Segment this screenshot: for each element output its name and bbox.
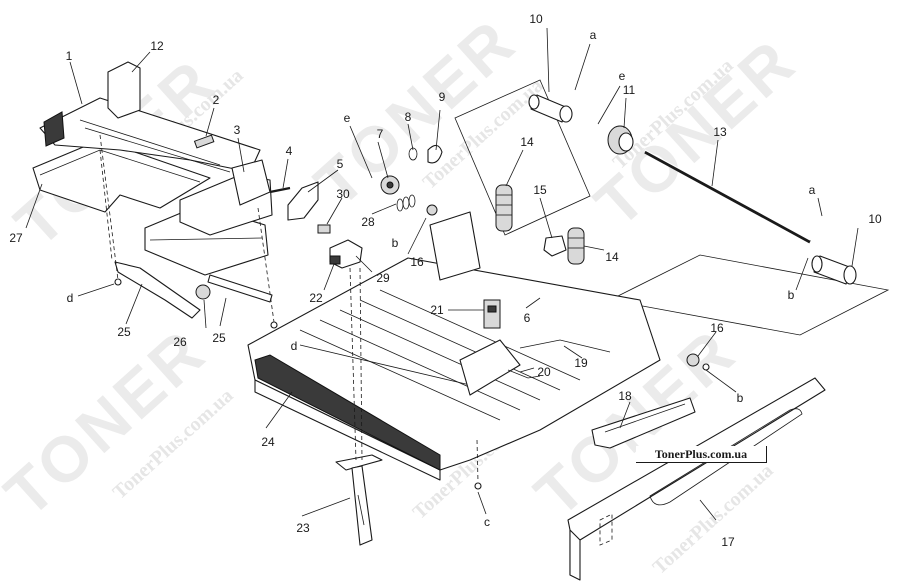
part-10-roller-bottom [811, 255, 857, 285]
reference-letters: a a e e b b b c d d [67, 28, 816, 529]
part-5-latch [287, 181, 319, 221]
ref-a-right: a [809, 183, 816, 197]
callout-19: 19 [574, 356, 588, 370]
callout-2: 2 [213, 93, 220, 107]
ref-e-top: e [619, 69, 626, 83]
callout-4: 4 [286, 144, 293, 158]
screws [114, 278, 710, 490]
callout-13: 13 [713, 125, 727, 139]
part-22-actuator [329, 239, 363, 269]
callout-6: 6 [524, 311, 531, 325]
callout-29: 29 [376, 271, 390, 285]
brand-label: TonerPlus.com.ua [636, 446, 767, 463]
callout-27: 27 [9, 231, 23, 245]
ref-b-left: b [392, 236, 399, 250]
callout-20: 20 [537, 365, 551, 379]
callout-25-left: 25 [117, 325, 131, 339]
ref-b-right: b [788, 288, 795, 302]
ref-d-left: d [67, 291, 74, 305]
callout-30: 30 [336, 187, 350, 201]
part-9-clip [427, 144, 443, 164]
callout-24: 24 [261, 435, 275, 449]
callout-12: 12 [150, 39, 164, 53]
part-18-separator [591, 397, 696, 449]
callout-25-right: 25 [212, 331, 226, 345]
callout-11: 11 [623, 83, 636, 97]
leader-lines [25, 27, 859, 521]
part-26-gear [195, 284, 211, 300]
part-10-roller-top [528, 94, 573, 123]
part-25-rails [114, 261, 273, 319]
part-19-link [519, 339, 611, 353]
ref-d-center: d [291, 339, 298, 353]
ref-e-left: e [344, 111, 351, 125]
part-2-clip [193, 134, 215, 149]
callout-18: 18 [618, 389, 632, 403]
callout-10-bottom: 10 [868, 212, 882, 226]
callout-26: 26 [173, 335, 187, 349]
part-17-front-cover [567, 377, 826, 581]
callout-7: 7 [377, 127, 384, 141]
part-1-side-guide [39, 61, 261, 173]
callout-10-top: 10 [529, 12, 543, 26]
part-30-plate [317, 224, 331, 234]
part-11-feed-roller [607, 125, 634, 155]
ref-b-lower: b [737, 391, 744, 405]
callout-5: 5 [337, 157, 344, 171]
callout-23: 23 [296, 521, 310, 535]
callout-16-left: 16 [410, 255, 424, 269]
callout-28: 28 [361, 215, 375, 229]
part-21-mechanism [483, 299, 501, 329]
part-callouts: 1 12 2 3 4 5 30 7 8 9 28 16 10 11 13 14 … [9, 12, 882, 549]
part-3-lift-base [144, 159, 273, 276]
callout-17: 17 [721, 535, 735, 549]
callout-16-right: 16 [710, 321, 724, 335]
part-23-lever [335, 454, 383, 546]
part-4-pin [269, 186, 291, 194]
callout-8: 8 [405, 110, 412, 124]
callout-21: 21 [430, 303, 444, 317]
roller-plane-outlines [454, 79, 890, 336]
assembly-lines [99, 134, 479, 483]
part-13-shaft-highlight [644, 149, 811, 241]
part-16-bushing [426, 204, 700, 367]
reference-leaders [77, 43, 823, 515]
callout-1: 1 [66, 49, 73, 63]
part-14-spring-right [567, 227, 585, 265]
part-28-spring [396, 194, 416, 212]
callout-22: 22 [309, 291, 323, 305]
part-7-gear [380, 175, 400, 195]
ref-c: c [484, 515, 490, 529]
part-13-shaft [644, 150, 811, 244]
part-20-link [507, 369, 541, 379]
callout-9: 9 [439, 90, 446, 104]
callout-14-left: 14 [520, 135, 534, 149]
ref-a-top: a [590, 28, 597, 42]
part-14-spring-left [495, 184, 513, 232]
callout-15: 15 [533, 183, 547, 197]
part-15-bracket [543, 235, 567, 257]
callout-3: 3 [234, 123, 241, 137]
callout-14-right: 14 [605, 250, 619, 264]
